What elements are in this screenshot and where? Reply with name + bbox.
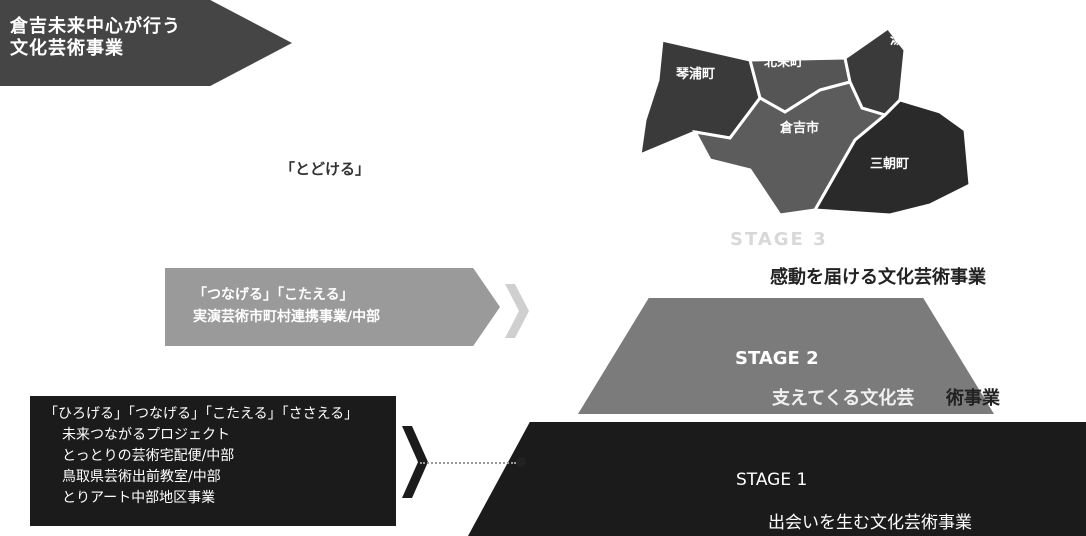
stage1-block — [468, 422, 1086, 536]
chevron-right-icon — [505, 284, 529, 338]
map-label-hokuei: 北栄町 — [764, 54, 803, 70]
middle-banner-line1: 「つなげる」「こたえる」 — [193, 287, 354, 303]
region-map: 琴浦町 北栄町 湯梨浜町 倉吉市 三朝町 — [638, 25, 972, 217]
map-label-yurihama: 湯梨浜町 — [890, 32, 942, 48]
map-region-misasa — [812, 98, 972, 217]
program-item: とっとりの芸術宅配便/中部 — [62, 448, 235, 464]
connector-dot — [516, 457, 526, 467]
stage1-description: 出会いを生む文化芸術事業 — [768, 513, 972, 533]
stage3-description: 感動を届ける文化芸術事業 — [770, 267, 986, 288]
stage2-block — [578, 298, 994, 414]
stage2-description: 支えてくる文化芸 — [772, 388, 915, 409]
program-item: とりアート中部地区事業 — [62, 490, 216, 506]
map-label-kurayoshi: 倉吉市 — [779, 120, 819, 136]
stage2-description-tail: 術事業 — [946, 388, 1000, 409]
todokeru-label: 「とどける」 — [280, 160, 371, 178]
header-line2: 文化芸術事業 — [10, 38, 124, 59]
program-item: 未来つながるプロジェクト — [62, 427, 230, 443]
stage2-title: STAGE 2 — [735, 348, 819, 369]
header-line1: 倉吉未来中心が行う — [10, 16, 181, 37]
middle-banner-line2: 実演芸術市町村連携事業/中部 — [193, 309, 381, 325]
map-region-kurayoshi — [692, 80, 889, 217]
map-label-kotoura: 琴浦町 — [676, 66, 715, 82]
stage1-title: STAGE 1 — [736, 470, 808, 490]
stage3-title: STAGE 3 — [730, 229, 828, 250]
middle-banner: 「つなげる」「こたえる」 実演芸術市町村連携事業/中部 — [165, 268, 500, 346]
map-label-misasa: 三朝町 — [870, 156, 909, 172]
connector-line — [420, 462, 516, 464]
program-item: 鳥取県芸術出前教室/中部 — [62, 469, 221, 485]
program-list-box: 「ひろげる」「つなげる」「こたえる」「ささえる」 未来つながるプロジェクト とっ… — [30, 396, 396, 526]
header-banner: 倉吉未来中心が行う 文化芸術事業 — [0, 0, 292, 86]
program-keywords: 「ひろげる」「つなげる」「こたえる」「ささえる」 — [44, 406, 359, 422]
